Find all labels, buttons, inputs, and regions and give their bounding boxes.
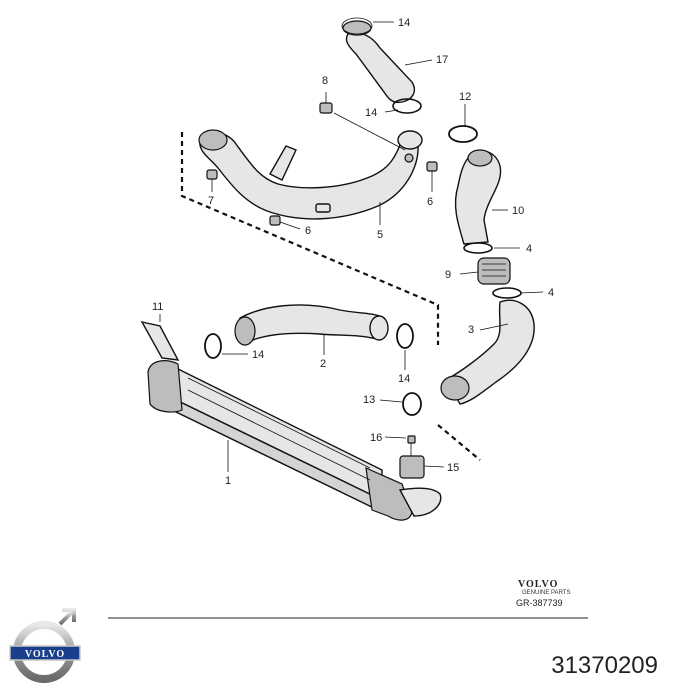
callout-16: 16 — [370, 432, 382, 444]
coupling-part-9 — [463, 242, 522, 299]
callout-5: 5 — [377, 229, 383, 241]
callout-12: 12 — [459, 91, 471, 103]
clamp-part-13 — [402, 392, 422, 416]
hose-part-17 — [342, 20, 416, 104]
brand-tagline: GENUINE PARTS — [522, 590, 570, 596]
callout-7: 7 — [208, 195, 214, 207]
callout-labels: 14 17 8 14 12 7 6 6 10 5 4 9 4 11 3 14 2… — [152, 17, 554, 487]
callout-15: 15 — [447, 462, 459, 474]
callout-14-left: 14 — [252, 349, 264, 361]
clamp-part-12 — [448, 104, 478, 143]
callout-6-left: 6 — [305, 225, 311, 237]
hose-part-10 — [454, 149, 502, 245]
callout-10: 10 — [512, 205, 524, 217]
callout-11: 11 — [152, 301, 163, 313]
bolt-part-16 — [407, 435, 416, 456]
strip-part-11 — [140, 320, 180, 361]
callout-14-top: 14 — [398, 17, 410, 29]
brand-name: VOLVO — [518, 579, 558, 590]
leader-lines — [159, 21, 544, 472]
callout-17: 17 — [436, 54, 448, 66]
diagram-reference: GR-387739 — [516, 598, 563, 608]
callout-14-upper: 14 — [365, 107, 377, 119]
callout-3: 3 — [468, 324, 474, 336]
callout-4-lower: 4 — [548, 287, 554, 299]
bolt-part-7 — [206, 169, 218, 192]
bolt-part-8 — [319, 92, 406, 151]
clamp-part-14-upper — [341, 17, 422, 114]
callout-2: 2 — [320, 358, 326, 370]
bolt-part-6 — [269, 161, 438, 230]
hose-part-3 — [440, 299, 535, 405]
part-number: 31370209 — [551, 652, 658, 679]
dashed-boundary-lines — [180, 132, 481, 461]
callout-1: 1 — [225, 475, 231, 487]
pipe-part-5 — [198, 129, 423, 220]
callout-6-right: 6 — [427, 196, 433, 208]
callout-8: 8 — [322, 75, 328, 87]
volvo-logo-icon: VOLVO — [9, 608, 81, 683]
intercooler-part-1 — [147, 360, 442, 521]
callout-14-right: 14 — [398, 373, 410, 385]
callout-4-upper: 4 — [526, 243, 532, 255]
callout-13: 13 — [363, 394, 375, 406]
clamp-part-14-mid — [204, 323, 414, 359]
hose-part-2 — [234, 304, 389, 346]
callout-9: 9 — [445, 269, 451, 281]
brand-block: VOLVO GENUINE PARTS GR-387739 — [516, 579, 570, 608]
logo-wordmark: VOLVO — [25, 649, 65, 660]
